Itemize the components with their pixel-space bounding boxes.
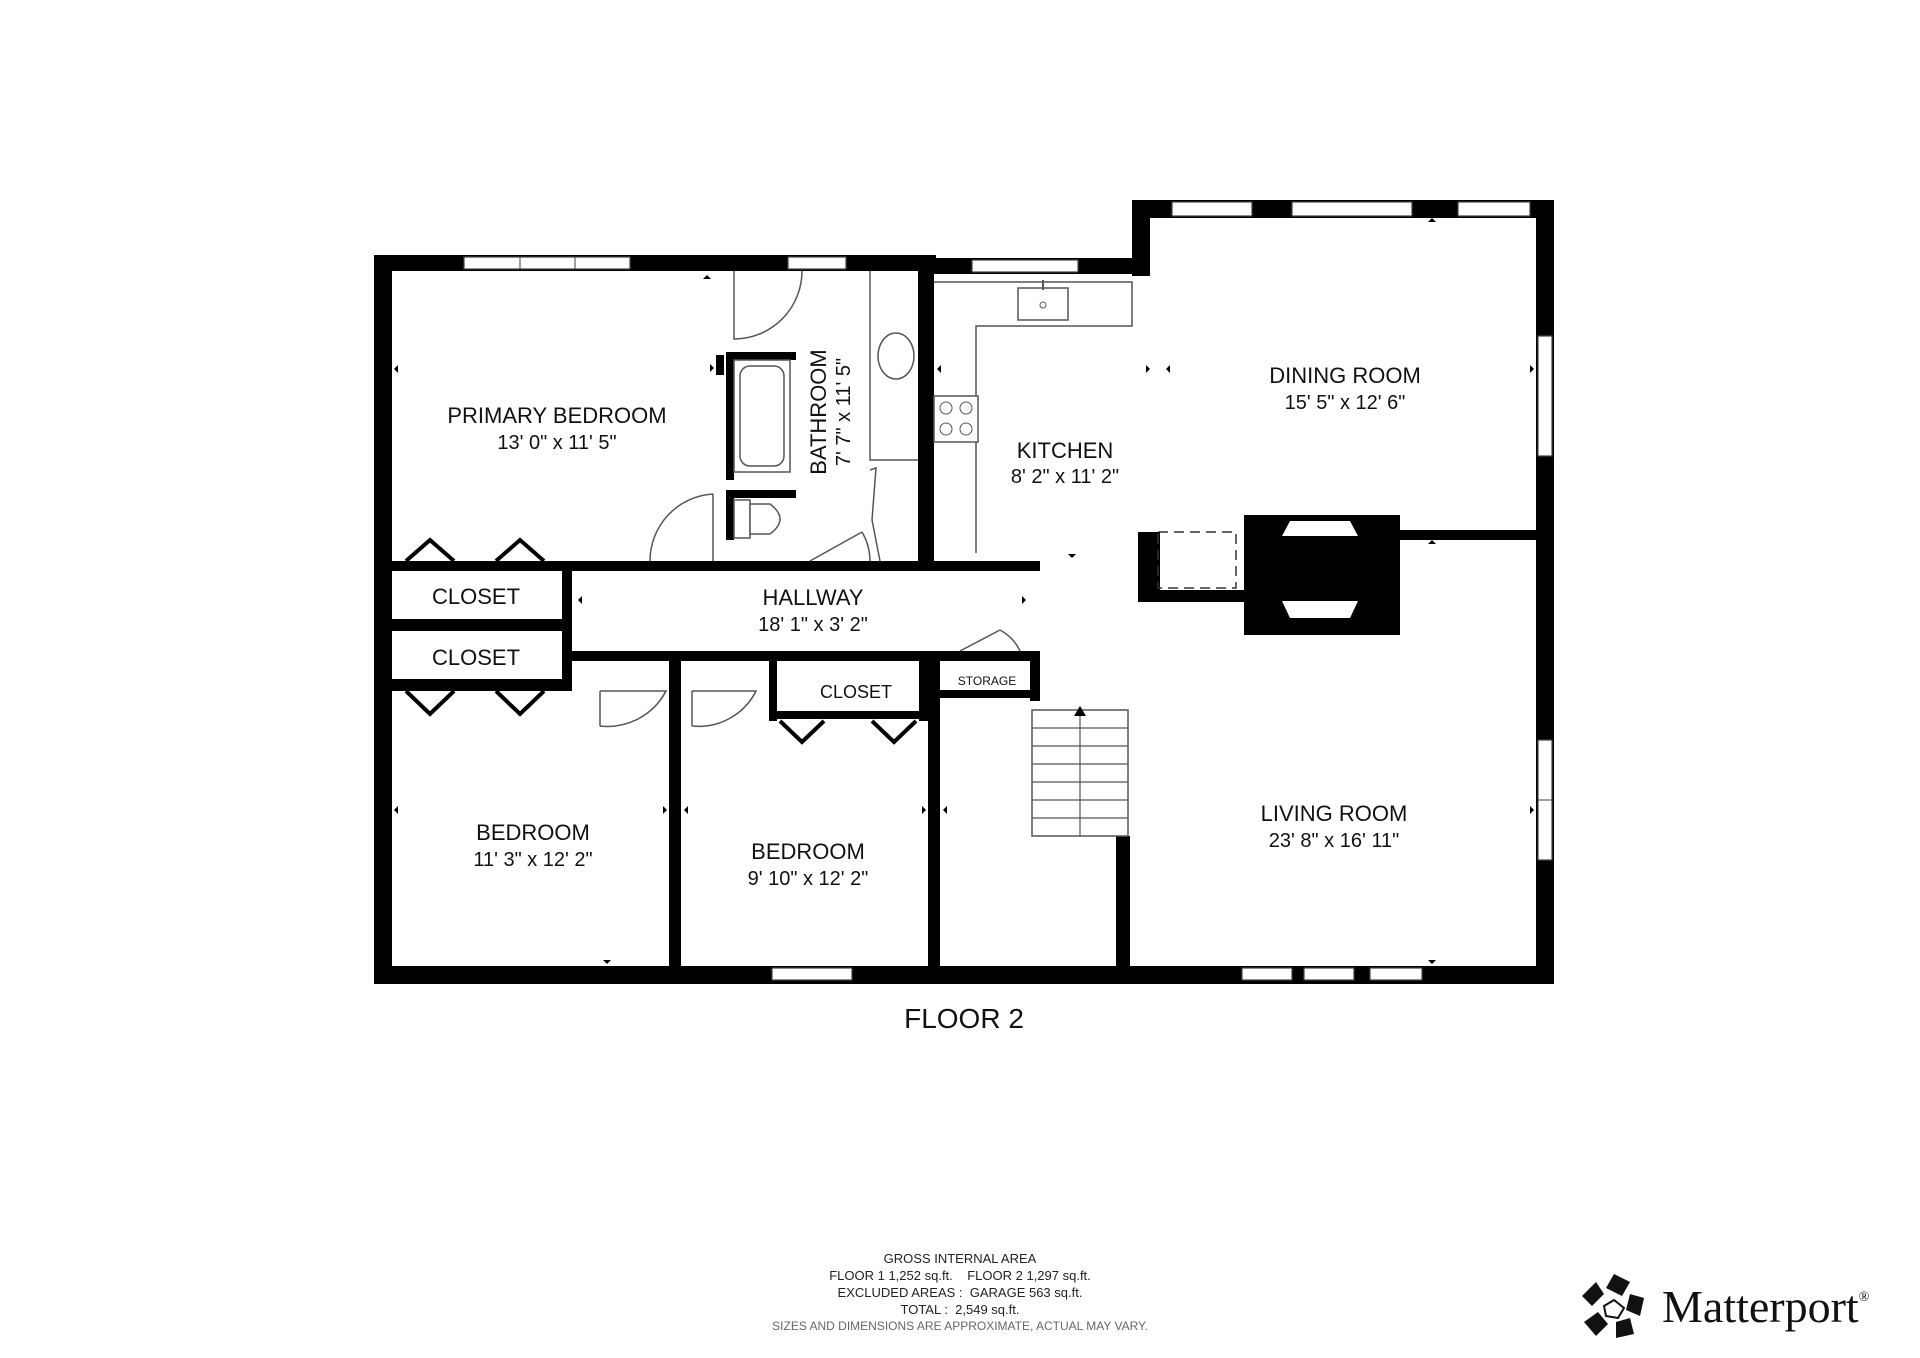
kitchen-name: KITCHEN bbox=[1017, 438, 1114, 463]
stove-icon bbox=[933, 395, 979, 443]
sink-icon bbox=[869, 271, 918, 562]
area-floors: FLOOR 1 1,252 sq.ft. FLOOR 2 1,297 sq.ft… bbox=[829, 1268, 1091, 1283]
area-title: GROSS INTERNAL AREA bbox=[883, 1251, 1037, 1266]
area-summary: GROSS INTERNAL AREA FLOOR 1 1,252 sq.ft.… bbox=[700, 1250, 1220, 1335]
closet-1-name: CLOSET bbox=[432, 584, 520, 609]
bedroom-2-dim: 9' 10" x 12' 2" bbox=[748, 868, 869, 890]
bathroom-dim: 7' 7" x 11' 5" bbox=[833, 358, 855, 466]
doors bbox=[599, 270, 1021, 728]
fireplace bbox=[1157, 521, 1358, 618]
matterport-wordmark: Matterport® bbox=[1662, 1280, 1869, 1333]
primary-bedroom-dim: 13' 0" x 11' 5" bbox=[497, 432, 616, 454]
matterport-logo-icon bbox=[1582, 1274, 1644, 1338]
area-excluded: EXCLUDED AREAS : GARAGE 563 sq.ft. bbox=[837, 1285, 1083, 1300]
bedroom-2-name: BEDROOM bbox=[751, 839, 865, 864]
floor-label: FLOOR 2 bbox=[904, 1003, 1024, 1034]
toilet-icon bbox=[733, 499, 781, 539]
kitchen-dim: 8' 2" x 11' 2" bbox=[1011, 466, 1119, 488]
hallway-dim: 18' 1" x 3' 2" bbox=[758, 614, 868, 636]
living-room-name: LIVING ROOM bbox=[1261, 801, 1408, 826]
bathroom-name: BATHROOM bbox=[806, 349, 831, 474]
bathtub-icon bbox=[733, 359, 791, 473]
area-disclaimer: SIZES AND DIMENSIONS ARE APPROXIMATE, AC… bbox=[772, 1319, 1148, 1333]
closet-doors bbox=[404, 537, 918, 745]
hallway-name: HALLWAY bbox=[762, 585, 863, 610]
living-room-dim: 23' 8" x 16' 11" bbox=[1269, 830, 1399, 852]
dining-room-dim: 15' 5" x 12' 6" bbox=[1285, 392, 1406, 414]
matterport-logo: Matterport® bbox=[1578, 1272, 1908, 1340]
room-labels: PRIMARY BEDROOM 13' 0" x 11' 5" BATHROOM… bbox=[432, 349, 1421, 1034]
measurement-markers bbox=[394, 218, 1534, 964]
closet-2-name: CLOSET bbox=[432, 645, 520, 670]
registered-mark: ® bbox=[1858, 1290, 1870, 1305]
windows bbox=[463, 201, 1553, 981]
storage-name: STORAGE bbox=[958, 674, 1016, 688]
bedroom-1-dim: 11' 3" x 12' 2" bbox=[473, 849, 592, 871]
dining-room-name: DINING ROOM bbox=[1269, 363, 1421, 388]
area-total: TOTAL : 2,549 sq.ft. bbox=[900, 1302, 1020, 1317]
closet-3-name: CLOSET bbox=[820, 682, 892, 702]
primary-bedroom-name: PRIMARY BEDROOM bbox=[447, 403, 666, 428]
brand-name: Matterport bbox=[1662, 1281, 1859, 1332]
stairs bbox=[1031, 706, 1129, 837]
bedroom-1-name: BEDROOM bbox=[476, 820, 590, 845]
